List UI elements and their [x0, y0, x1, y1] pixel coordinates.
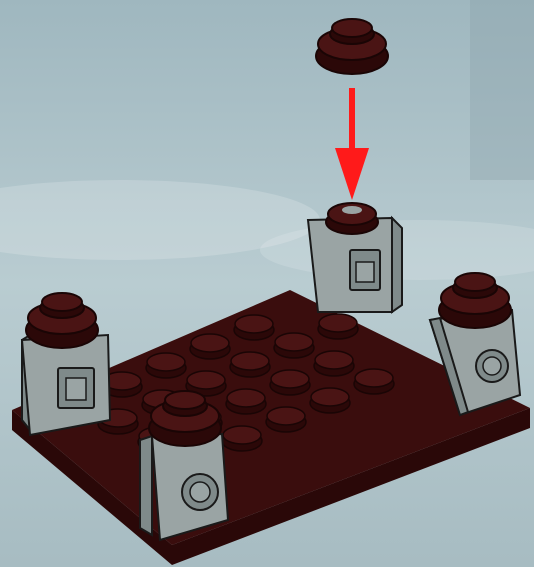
plate-stud — [274, 333, 314, 358]
plate-stud — [190, 334, 230, 359]
plate-stud — [310, 388, 350, 413]
plate-stud — [234, 315, 274, 340]
plate-stud — [146, 353, 186, 378]
bracket-back — [308, 203, 402, 312]
plate-stud — [266, 407, 306, 432]
plate-stud — [230, 352, 270, 377]
plate-stud — [270, 370, 310, 395]
plate-stud — [354, 369, 394, 394]
background-pillar — [470, 0, 534, 180]
plate-stud — [314, 351, 354, 376]
plate-stud — [222, 426, 262, 451]
plate-stud — [318, 314, 358, 339]
plate-stud — [226, 389, 266, 414]
